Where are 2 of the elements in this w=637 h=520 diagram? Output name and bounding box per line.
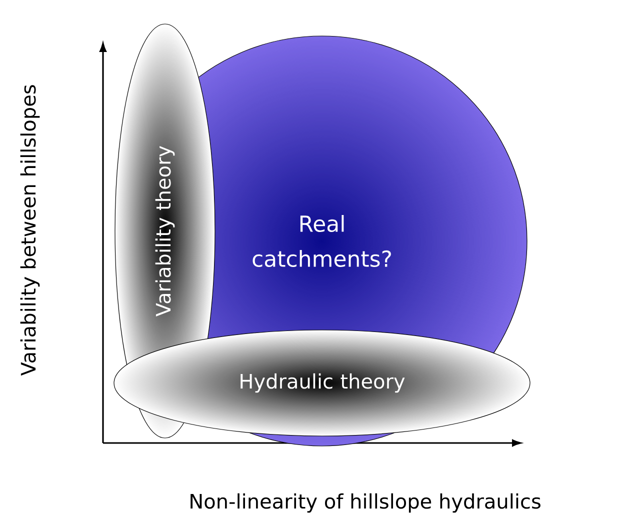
axis-label: Non-linearity of hillslope hydraulics bbox=[190, 493, 540, 513]
axis-label: Variability between hillslopes bbox=[20, 85, 40, 376]
